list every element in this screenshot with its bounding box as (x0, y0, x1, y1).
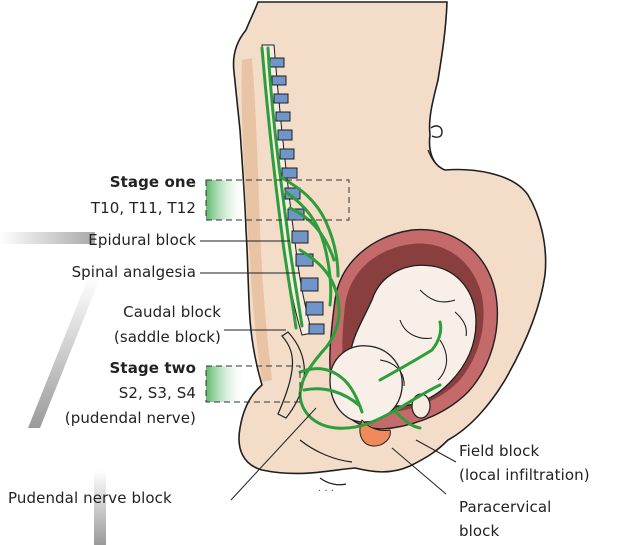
paracervical-line2: block (459, 521, 499, 542)
stage-two-nerve: (pudendal nerve) (65, 408, 196, 429)
skin-dots: · · · (318, 486, 334, 497)
stage-one-highlight (206, 180, 246, 220)
pudendal-block-label: Pudendal nerve block (8, 488, 172, 509)
gray-band-horizontal (0, 232, 95, 244)
stage-one-title: Stage one (110, 172, 196, 193)
paracervical-line1: Paracervical (459, 497, 551, 518)
stage-two-levels: S2, S3, S4 (119, 383, 196, 404)
stage-two-title: Stage two (110, 358, 196, 379)
stage-one-levels: T10, T11, T12 (91, 198, 196, 219)
nipple (431, 126, 442, 137)
stage-two-highlight (206, 366, 246, 402)
fetus-head (330, 346, 402, 422)
field-block-line2: (local infiltration) (459, 465, 590, 486)
caudal-label-line2: (saddle block) (114, 327, 221, 348)
field-block-line1: Field block (459, 441, 539, 462)
spinal-label: Spinal analgesia (72, 262, 196, 283)
caudal-label-line1: Caudal block (123, 302, 221, 323)
gray-band-diagonal (28, 278, 100, 428)
epidural-label: Epidural block (88, 230, 196, 251)
